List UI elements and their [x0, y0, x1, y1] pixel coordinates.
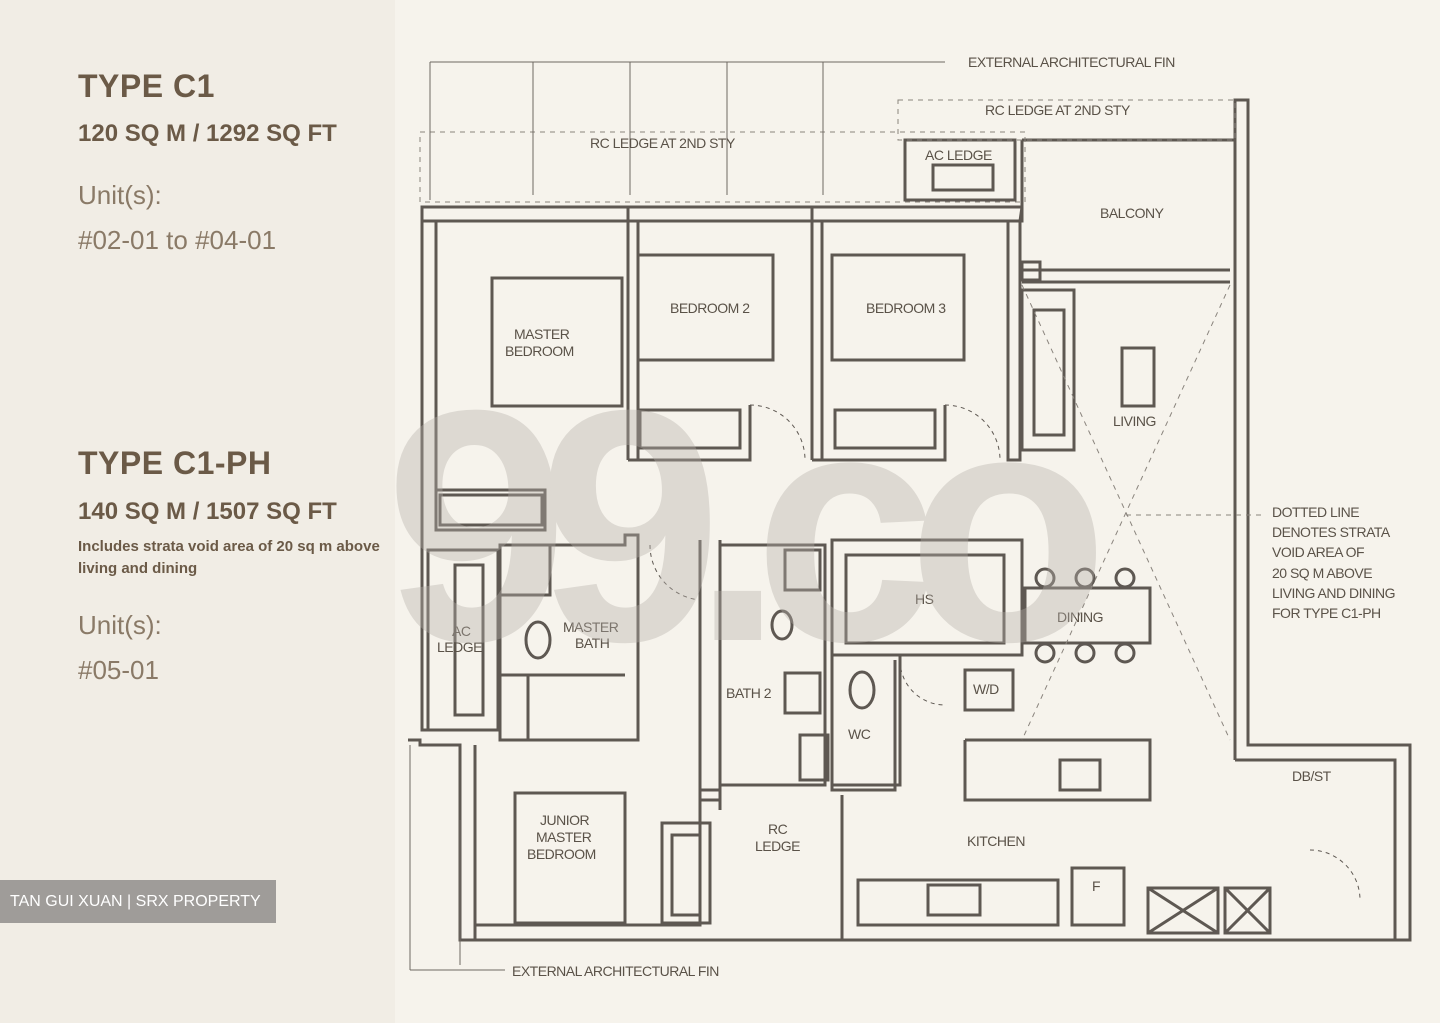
label-junior-line1: JUNIOR: [540, 812, 590, 828]
label-fin-top: EXTERNAL ARCHITECTURAL FIN: [968, 54, 1175, 70]
type-c1ph-units: #05-01: [78, 655, 159, 686]
label-dotted-note-2: DENOTES STRATA: [1272, 524, 1391, 540]
label-master-bath-line2: BATH: [575, 635, 609, 651]
plan-labels: EXTERNAL ARCHITECTURAL FIN EXTERNAL ARCH…: [437, 54, 1395, 979]
type-c1ph-area: 140 SQ M / 1507 SQ FT: [78, 498, 337, 526]
label-dotted-note-3: VOID AREA OF: [1272, 544, 1364, 560]
label-rc-ledge-line2: LEDGE: [755, 838, 800, 854]
label-ac-ledge-left-line1: AC: [452, 623, 471, 639]
label-kitchen: KITCHEN: [967, 833, 1025, 849]
label-living: LIVING: [1113, 413, 1156, 429]
label-fin-bottom: EXTERNAL ARCHITECTURAL FIN: [512, 963, 719, 979]
watermark-logo: 99.co: [385, 341, 1098, 710]
type-area: 140 SQ M / 1507 SQ FT: [78, 498, 337, 525]
label-ac-ledge-left-line2: LEDGE: [437, 639, 482, 655]
label-balcony: BALCONY: [1100, 205, 1165, 221]
strata-void-lines: [419, 99, 1265, 741]
label-master-bedroom-line2: BEDROOM: [505, 343, 574, 359]
label-bedroom3: BEDROOM 3: [866, 300, 946, 316]
label-dotted-note-6: FOR TYPE C1-PH: [1272, 605, 1381, 621]
label-dotted-note-1: DOTTED LINE: [1272, 504, 1359, 520]
units-value: #02-01 to #04-01: [78, 225, 277, 255]
plan-walls: [408, 98, 1412, 942]
label-rc-ledge-line1: RC: [768, 821, 788, 837]
label-bedroom2: BEDROOM 2: [670, 300, 750, 316]
label-ac-ledge-top: AC LEDGE: [925, 147, 992, 163]
label-master-bath-line1: MASTER: [563, 619, 619, 635]
type-c1-area: 120 SQ M / 1292 SQ FT: [78, 120, 337, 148]
units-label: Unit(s):: [78, 180, 162, 210]
units-label: Unit(s):: [78, 610, 162, 640]
type-name: TYPE C1: [78, 68, 215, 104]
type-c1-units: #02-01 to #04-01: [78, 225, 276, 256]
plan-background: [395, 0, 1440, 1023]
type-c1ph-title: TYPE C1-PH: [78, 445, 271, 482]
architectural-fins: [409, 61, 945, 971]
label-master-bedroom-line1: MASTER: [514, 326, 570, 342]
label-wc: WC: [848, 726, 871, 742]
type-c1-title: TYPE C1: [78, 68, 215, 105]
label-junior-line3: BEDROOM: [527, 846, 596, 862]
label-dining: DINING: [1057, 609, 1103, 625]
label-rc-ledge-left: RC LEDGE AT 2ND STY: [590, 135, 736, 151]
units-value: #05-01: [78, 655, 159, 685]
label-rc-ledge-right: RC LEDGE AT 2ND STY: [985, 102, 1131, 118]
type-c1-units-label: Unit(s):: [78, 180, 162, 211]
photo-credit: TAN GUI XUAN | SRX PROPERTY: [0, 880, 276, 923]
label-dbst: DB/ST: [1292, 768, 1332, 784]
type-name: TYPE C1-PH: [78, 445, 272, 481]
label-dotted-note-4: 20 SQ M ABOVE: [1272, 565, 1372, 581]
type-area: 120 SQ M / 1292 SQ FT: [78, 120, 337, 147]
label-fridge: F: [1092, 878, 1100, 894]
label-dotted-note-5: LIVING AND DINING: [1272, 585, 1395, 601]
label-hs: HS: [915, 591, 934, 607]
label-junior-line2: MASTER: [536, 829, 592, 845]
label-bath2: BATH 2: [726, 685, 772, 701]
type-c1ph-units-label: Unit(s):: [78, 610, 162, 641]
label-wd: W/D: [973, 681, 999, 697]
door-swings: [649, 404, 1361, 901]
type-c1ph-note: Includes strata void area of 20 sq m abo…: [78, 538, 380, 577]
